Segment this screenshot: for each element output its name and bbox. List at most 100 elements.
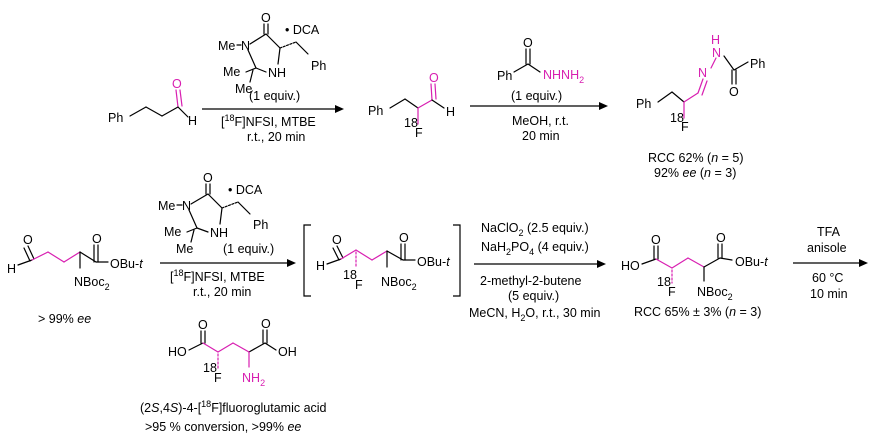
imidazolidinone-catalyst-2: N Me O NH Me Me Ph • DCA — [158, 171, 268, 256]
step5-time: 10 min — [810, 287, 848, 301]
fluorine-label: F — [214, 371, 222, 385]
hydrazide-h-label: H — [711, 33, 720, 47]
isotope-18-label: 18 — [343, 268, 357, 282]
catalyst-n-methyl-label: Me — [158, 199, 175, 213]
catalyst-ring-n-label: N — [241, 39, 250, 53]
aldehyde-oxygen-label: O — [172, 77, 182, 91]
nboc2-label: NBoc2 — [381, 275, 417, 292]
tert-butyl-ester-label: OBu-t — [110, 257, 143, 271]
step5-reagent: TFA — [817, 225, 841, 239]
isotope-18-label: 18 — [203, 361, 217, 375]
catalyst-gem-methyl-label-1: Me — [164, 225, 181, 239]
aldehyde-ester-starting-material: O H O OBu-t NBoc2 — [7, 232, 143, 292]
carbonyl-oxygen-label: O — [523, 36, 533, 50]
acid1-carbonyl-oxygen-label: O — [198, 318, 208, 332]
isotope-18-label: 18 — [657, 275, 671, 289]
step5-solvent: anisole — [807, 241, 847, 255]
aldehyde-oxygen-label: O — [332, 233, 342, 247]
carbonyl-oxygen-label: O — [729, 85, 739, 99]
catalyst-dca-salt-label: • DCA — [285, 23, 320, 37]
catalyst-carbonyl-oxygen-label: O — [203, 171, 213, 185]
arrow-step-2 — [470, 102, 608, 110]
fluorine-label: F — [668, 285, 676, 299]
imine-n-label: N — [698, 66, 707, 80]
step1-conditions: r.t., 20 min — [247, 130, 305, 144]
step1-fluorinating-reagent: [18F]NFSI, MTBE — [221, 113, 316, 129]
amine-label: NH2 — [242, 371, 265, 388]
hydrazone-product-structure: Ph N N H O Ph 18 F — [636, 33, 765, 134]
ester-carbonyl-oxygen-label: O — [92, 232, 102, 246]
svg-text:[18F]NFSI, MTBE: [18F]NFSI, MTBE — [221, 113, 316, 129]
fluorine-label: F — [415, 126, 423, 140]
catalyst-gem-methyl-label-2: Me — [235, 82, 252, 96]
hydroxyl-label: HO — [168, 345, 187, 359]
hydrazide-n-label: N — [712, 46, 721, 60]
arrow-step-3 — [160, 259, 296, 267]
arrow-step-4 — [474, 260, 606, 268]
aldehyde-hydrogen-label: H — [188, 114, 197, 128]
nboc2-label: NBoc2 — [74, 275, 110, 292]
aldehyde-oxygen-label: O — [429, 71, 439, 85]
catalyst-benzyl-phenyl-label: Ph — [311, 59, 326, 73]
product1-ee: 92% ee (n = 3) — [654, 166, 736, 180]
tert-butyl-ester-label: OBu-t — [417, 255, 450, 269]
ester-carbonyl-oxygen-label: O — [716, 231, 726, 245]
step4-oxidant: NaClO2 (2.5 equiv.) — [481, 221, 589, 238]
step3-catalyst-equiv: (1 equiv.) — [223, 242, 274, 256]
acid-carbonyl-oxygen-label: O — [651, 233, 661, 247]
catalyst-n-methyl-label: Me — [218, 39, 235, 53]
hydroxyl-label: HO — [621, 259, 640, 273]
catalyst-dca-salt-label: • DCA — [228, 183, 263, 197]
step4-scavenger: 2-methyl-2-butene — [480, 274, 581, 288]
catalyst-carbonyl-oxygen-label: O — [261, 11, 271, 25]
nboc2-label: NBoc2 — [697, 285, 733, 302]
step3-fluorinating-reagent: [18F]NFSI, MTBE — [170, 268, 265, 284]
step2-time: 20 min — [522, 129, 560, 143]
catalyst-nh-label: NH — [268, 66, 286, 80]
step4-buffer: NaH2PO4 (4 equiv.) — [481, 240, 589, 257]
phenyl-label: Ph — [108, 111, 123, 125]
tert-butyl-ester-label: OBu-t — [735, 255, 768, 269]
fluoroaldehyde-structure: Ph O H 18 F — [368, 71, 455, 140]
final-product-conversion: >95 % conversion, >99% ee — [145, 420, 301, 434]
catalyst-gem-methyl-label-2: Me — [176, 242, 193, 256]
aldehyde-hydrogen-label: H — [316, 259, 325, 273]
start2-ee: > 99% ee — [38, 312, 91, 326]
product1-rcc: RCC 62% (n = 5) — [648, 151, 744, 165]
aldehyde-hydrogen-label: H — [7, 262, 16, 276]
phenyl-label: Ph — [368, 104, 383, 118]
step4-conditions: MeCN, H2O, r.t., 30 min — [469, 306, 600, 323]
hydrazide-label: NHNH2 — [543, 68, 584, 85]
phenyl-label: Ph — [750, 57, 765, 71]
phenyl-label: Ph — [636, 97, 651, 111]
isotope-18-label: 18 — [670, 111, 684, 125]
catalyst-gem-methyl-label-1: Me — [223, 65, 240, 79]
arrow-step-1 — [202, 105, 344, 113]
benzohydrazide-structure: Ph O NHNH2 — [497, 36, 584, 85]
isotope-18-label: 18 — [404, 116, 418, 130]
fluorine-label: F — [681, 120, 689, 134]
step3-conditions: r.t., 20 min — [193, 285, 251, 299]
catalyst-ring-n-label: N — [182, 199, 191, 213]
aldehyde-hydrogen-label: H — [446, 105, 455, 119]
fluoroglutamic-acid-structure: O HO O OH 18 F NH2 — [168, 317, 297, 388]
step4-scavenger-equiv: (5 equiv.) — [508, 289, 559, 303]
catalyst-nh-label: NH — [210, 226, 228, 240]
product2-rcc: RCC 65% ± 3% (n = 3) — [634, 305, 761, 319]
hydrocinnamaldehyde-structure: Ph O H — [108, 77, 197, 128]
step2-solvent: MeOH, r.t. — [512, 114, 569, 128]
final-product-name: (2S,4S)-4-[18F]fluoroglutamic acid — [140, 399, 327, 415]
step1-catalyst-equiv: (1 equiv.) — [249, 89, 300, 103]
catalyst-benzyl-phenyl-label: Ph — [253, 218, 268, 232]
ester-carbonyl-oxygen-label: O — [399, 231, 409, 245]
arrow-step-5 — [793, 259, 868, 267]
aldehyde-oxygen-label: O — [23, 233, 33, 247]
step2-reagent-equiv: (1 equiv.) — [511, 89, 562, 103]
fluoro-acid-ester-product: O HO O OBu-t 18 F NBoc2 — [621, 231, 768, 302]
acid2-carbonyl-oxygen-label: O — [261, 317, 271, 331]
fluoroaldehyde-ester-intermediate: O H O OBu-t 18 F NBoc2 — [316, 231, 450, 292]
intermediate-brackets — [303, 224, 461, 297]
step5-temperature: 60 °C — [812, 271, 843, 285]
hydroxyl-label-2: OH — [278, 345, 297, 359]
